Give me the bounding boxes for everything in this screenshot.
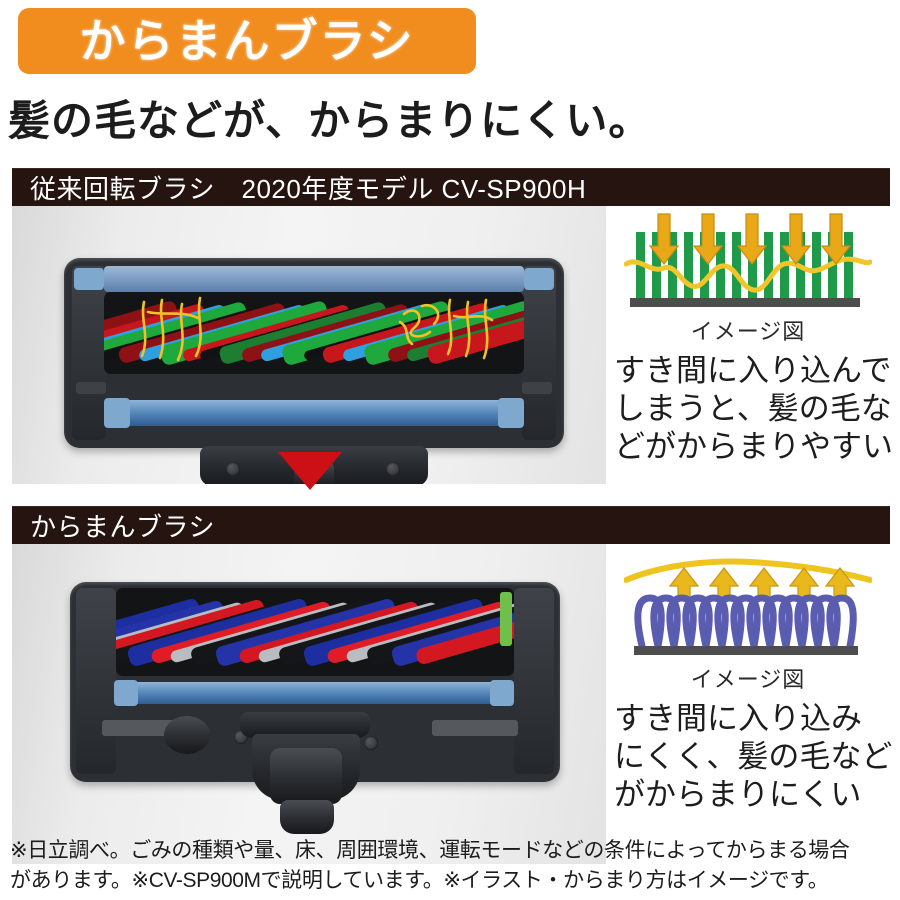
brush-head-right-cap — [514, 588, 554, 774]
up-arrows-group — [668, 567, 856, 599]
brush-head-right-felt-pad — [432, 720, 518, 736]
brush-roller — [116, 588, 514, 676]
brush-head-rail-left-cap — [114, 680, 138, 706]
image-caption-conventional: イメージ図 — [690, 319, 806, 344]
description-line: どがからまりやすい — [614, 428, 893, 464]
brush-head-right-cap — [522, 266, 556, 440]
diagram-looped-bristles — [623, 548, 873, 658]
roller-green-end-marker — [500, 592, 512, 646]
description-line: にくく、髪の毛など — [614, 738, 893, 774]
brush-head-top-trim — [104, 266, 524, 292]
brush-head-lower-rail — [116, 682, 514, 704]
brush-head-top-right-cap — [524, 268, 554, 290]
brush-head-top-left-cap — [74, 268, 104, 290]
description-line: すき間に入り込み — [614, 701, 862, 736]
section-body-conventional: イメージ図 すき間に入り込んで しまうと、髪の毛な どがからまりやすい — [12, 206, 893, 484]
brush-head-neck-top — [240, 712, 370, 738]
brush-head-roller-wheel — [164, 716, 210, 754]
section-header-bar-conventional: 従来回転ブラシ 2020年度モデル CV-SP900H — [12, 168, 890, 206]
section-karaman: からまんブラシ — [12, 506, 893, 864]
brush-roller — [104, 292, 524, 374]
section-conventional: 従来回転ブラシ 2020年度モデル CV-SP900H — [12, 168, 893, 484]
down-arrows-group — [648, 213, 852, 265]
neck-screw-left — [226, 462, 240, 476]
description-line: しまうと、髪の毛な — [614, 390, 892, 426]
diagram-straight-bristles — [623, 210, 873, 310]
image-caption-karaman: イメージ図 — [690, 667, 806, 692]
loop-bristles-group — [634, 594, 857, 650]
description-conventional: すき間に入り込んで しまうと、髪の毛な どがからまりやすい — [608, 352, 893, 465]
brush-roller-bay — [116, 588, 514, 676]
neck-swivel-joint — [270, 748, 342, 804]
tangled-hair-overlay — [140, 296, 494, 362]
brush-roller-bay — [104, 292, 524, 374]
footnote: ※日立調べ。ごみの種類や量、床、周囲環境、運転モードなどの条件によってからまる場… — [10, 836, 894, 896]
looped-bristle-diagram-svg — [624, 558, 872, 655]
conventional-rotating-brush-photo — [12, 206, 606, 484]
footnote-line: ※日立調べ。ごみの種類や量、床、周囲環境、運転モードなどの条件によってからまる場… — [10, 839, 850, 862]
body-screw-right — [364, 736, 378, 750]
bristle-base-bar — [630, 298, 860, 307]
section-header-label-karaman: からまんブラシ — [30, 512, 215, 542]
brush-head-rear-wheel — [280, 800, 334, 834]
red-down-arrow — [278, 452, 342, 490]
subtitle-text: 髪の毛などが、からまりにくい。 — [8, 96, 652, 144]
hair-strand — [624, 256, 872, 293]
subtitle: 髪の毛などが、からまりにくい。 — [8, 88, 892, 146]
brush-head-rail-right-cap — [498, 398, 524, 428]
karaman-brush-photo — [12, 544, 606, 864]
straight-bristle-diagram-svg — [624, 213, 872, 307]
description-line: がからまりにくい — [614, 776, 862, 812]
footnote-line: があります。※CV-SP900Mで説明しています。※イラスト・からまり方はイメー… — [10, 868, 829, 892]
neck-screw-right — [386, 462, 400, 476]
section-body-karaman: イメージ図 すき間に入り込み にくく、髪の毛など がからまりにくい — [12, 544, 893, 864]
title-badge: からまんブラシ — [18, 8, 476, 74]
brush-head-rail-left-cap — [104, 398, 130, 428]
brush-head-left-pad — [76, 382, 106, 394]
brush-head-left-cap — [72, 266, 106, 440]
hair-strand — [624, 558, 872, 583]
description-line: すき間に入り込んで — [614, 353, 892, 388]
brush-head-lower-rail — [104, 400, 524, 426]
diagram-pane-karaman: イメージ図 すき間に入り込み にくく、髪の毛など がからまりにくい — [606, 544, 893, 864]
title-badge-label: からまんブラシ — [79, 15, 415, 67]
brush-head-left-cap — [76, 588, 116, 774]
section-header-label-conventional: 従来回転ブラシ 2020年度モデル CV-SP900H — [30, 174, 587, 204]
brush-head-rail-right-cap — [490, 680, 514, 706]
description-karaman: すき間に入り込み にくく、髪の毛など がからまりにくい — [608, 700, 893, 813]
bristle-base-bar — [634, 646, 858, 655]
brush-head-right-pad — [522, 382, 552, 394]
diagram-pane-conventional: イメージ図 すき間に入り込んで しまうと、髪の毛な どがからまりやすい — [606, 206, 893, 484]
section-header-bar-karaman: からまんブラシ — [12, 506, 890, 544]
